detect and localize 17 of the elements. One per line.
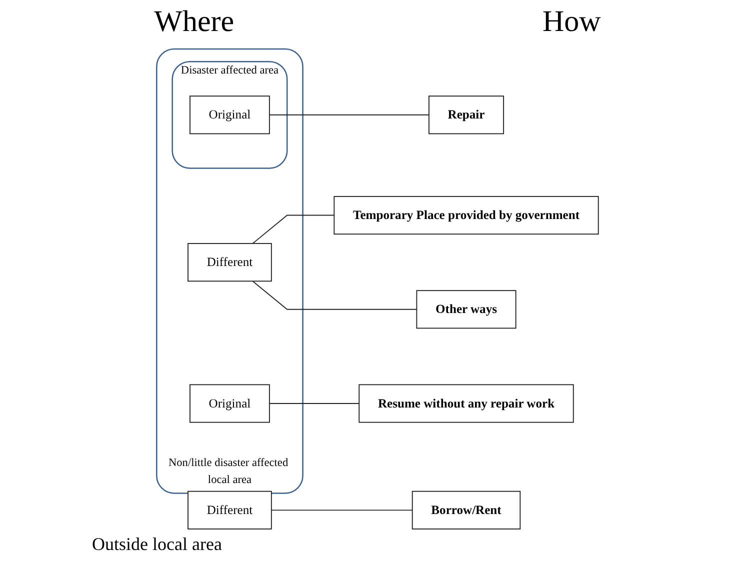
node-box: Different (188, 243, 272, 282)
node-box: Resume without any repair work (358, 384, 574, 423)
area-caption: Outside local area (91, 534, 223, 554)
connector (268, 403, 360, 404)
connector (252, 280, 418, 310)
node-box: Original (190, 96, 270, 134)
column-heading: Where (153, 5, 236, 39)
column-heading: How (541, 5, 602, 39)
node-box: Original (190, 384, 270, 423)
node-box: Different (188, 490, 272, 530)
node-box: Other ways (416, 290, 516, 329)
connector (252, 214, 335, 244)
node-box: Repair (428, 96, 504, 134)
node-box: Temporary Place provided by government (334, 196, 599, 235)
connector (268, 114, 430, 116)
connector (270, 510, 413, 511)
node-box: Borrow/Rent (412, 490, 521, 530)
